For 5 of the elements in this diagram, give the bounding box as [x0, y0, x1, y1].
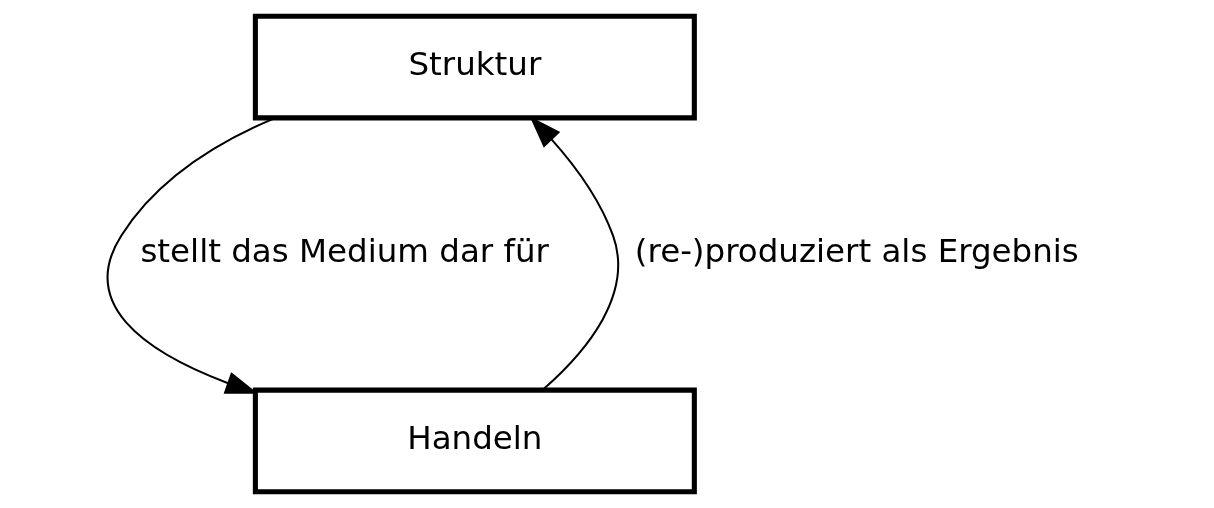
node-box: Struktur: [252, 13, 697, 121]
edge-label: stellt das Medium dar für: [140, 231, 549, 270]
arrow: [106, 117, 276, 394]
node-box: Handeln: [252, 387, 697, 495]
edge-label: (re-)produziert als Ergebnis: [634, 231, 1079, 270]
